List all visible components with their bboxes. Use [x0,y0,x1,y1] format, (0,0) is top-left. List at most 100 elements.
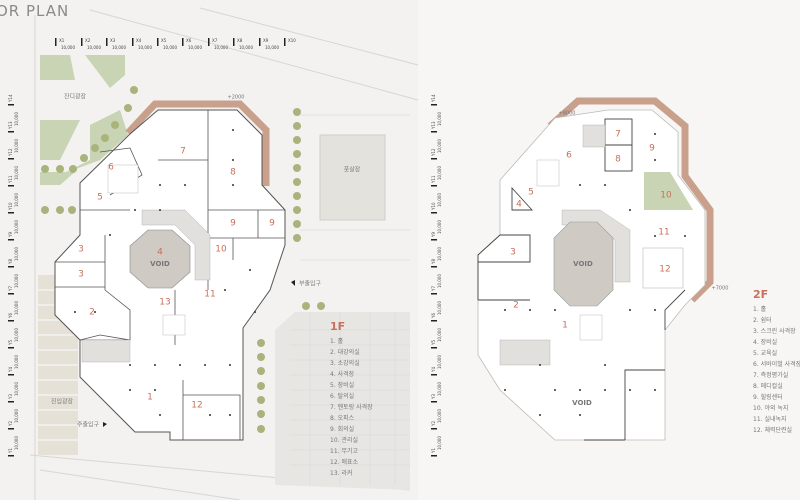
room-label: 10 [215,245,227,255]
legend-item: 12. 매표소 [330,459,359,466]
y-axis-span: 10,000 [437,220,442,234]
floor2-legend: 2F 1. 홀 2. 쉼터 3. 스크린 사격장 4. 장비실 5. 교육실 6… [753,288,800,436]
y-axis-span: 10,000 [14,220,19,234]
terrace-band [125,100,270,186]
y-axis-span: 10,000 [437,436,442,450]
room-label: 8 [230,168,236,178]
y-axis-label: Y1 [431,448,436,454]
legend-item: 7. 측정평가실 [753,372,789,379]
x-axis-span: 10,000 [163,45,177,50]
room-label: 13 [159,298,170,308]
y-axis-span: 10,000 [437,274,442,288]
x-axis-label: X2 [85,38,91,43]
y-axis-label: Y6 [431,313,436,319]
room-label: 9 [269,219,275,229]
floor2-plan: 1 2 3 4 5 6 7 8 9 10 11 12 VOID VOID +80… [477,97,729,441]
room-label: 1 [562,321,568,331]
legend-item: 6. 탈의실 [330,393,355,400]
x-axis-span: 10,000 [188,45,202,50]
legend-item: 1. 홀 [753,306,767,313]
y-axis-tick [431,428,437,430]
floor2-void [553,221,614,307]
legend-item: 2. 대강의실 [330,349,360,356]
y-axis-label: Y8 [8,259,13,265]
y-axis-label: Y14 [8,94,13,103]
stairs [499,124,631,366]
room-label: 1 [147,393,153,403]
void-label: VOID [572,399,592,407]
y-axis-tick [431,212,437,214]
y-axis-tick [431,293,437,295]
x-axis-label: X4 [136,38,142,43]
legend-item: 3. 소강의실 [330,360,360,367]
level-label: +7000 [712,286,729,292]
y-axis-tick [8,158,14,160]
y-axis-markers-right: Y1410,000Y1310,000Y1210,000Y1110,000Y101… [431,94,442,457]
y-axis-label: Y3 [8,394,13,400]
y-axis-markers-left: Y1410,000Y1310,000Y1210,000Y1110,000Y101… [8,94,19,457]
floor1-void [129,229,191,289]
plaza-label: 진입광장 [51,398,74,406]
y-axis-label: Y14 [431,94,436,103]
y-axis-span: 10,000 [437,301,442,315]
level-label: +2000 [228,95,245,101]
room-label: 3 [78,270,84,280]
y-axis-tick [8,104,14,106]
y-axis-span: 10,000 [14,409,19,423]
y-axis-span: 10,000 [437,139,442,153]
floor1-legend: 1F 1. 홀 2. 대강의실 3. 소강의실 4. 사격장 5. 장비실 6.… [330,320,373,479]
y-axis-span: 10,000 [437,355,442,369]
legend-item: 7. 멘토링 사격장 [330,404,373,411]
room-label: 3 [78,245,84,255]
y-axis-tick [8,293,14,295]
y-axis-tick [8,455,14,457]
page-title: OR PLAN [0,2,70,20]
y-axis-label: Y10 [431,202,436,211]
column-dots [74,129,256,416]
legend-title: 1F [330,320,346,333]
room-label: 10 [660,191,672,201]
y-axis-tick [8,401,14,403]
y-axis-tick [431,320,437,322]
x-axis-span: 10,000 [239,45,253,50]
y-axis-tick [8,266,14,268]
y-axis-label: Y8 [431,259,436,265]
lawn-area [40,55,128,185]
side-entrance-label: 부출입구 [299,280,322,288]
futsal-label: 풋살장 [344,166,361,174]
y-axis-tick [431,239,437,241]
room-label: 9 [230,219,236,229]
y-axis-label: Y13 [8,121,13,130]
x-axis-label: X5 [161,38,167,43]
legend-item: 11. 실내녹지 [753,416,787,423]
y-axis-label: Y13 [431,121,436,130]
void-label: VOID [150,260,170,268]
y-axis-span: 10,000 [14,382,19,396]
room-label: 6 [108,163,114,173]
parking-grid [275,312,410,490]
outdoor-green-area [644,172,693,210]
side-entrance-arrow-icon [291,280,295,286]
y-axis-span: 10,000 [14,301,19,315]
x-axis-span: 10,000 [87,45,101,50]
y-axis-span: 10,000 [14,139,19,153]
lawn-label: 잔디광장 [64,93,87,101]
x-axis-label: X10 [288,38,296,43]
y-axis-tick [431,347,437,349]
y-axis-span: 10,000 [437,112,442,126]
room-label: 11 [658,228,669,238]
x-axis-label: X1 [59,38,65,43]
y-axis-tick [8,185,14,187]
y-axis-label: Y4 [431,367,436,373]
room-label: 6 [566,151,572,161]
y-axis-label: Y9 [8,232,13,238]
y-axis-tick [431,131,437,133]
column-dots [504,133,686,416]
room-label: 7 [180,147,186,157]
void-label: VOID [573,260,593,268]
x-axis-span: 10,000 [138,45,152,50]
x-axis-label: X6 [186,38,192,43]
legend-item: 10. 관리실 [330,437,359,444]
x-axis-label: X8 [237,38,243,43]
y-axis-label: Y2 [8,421,13,427]
